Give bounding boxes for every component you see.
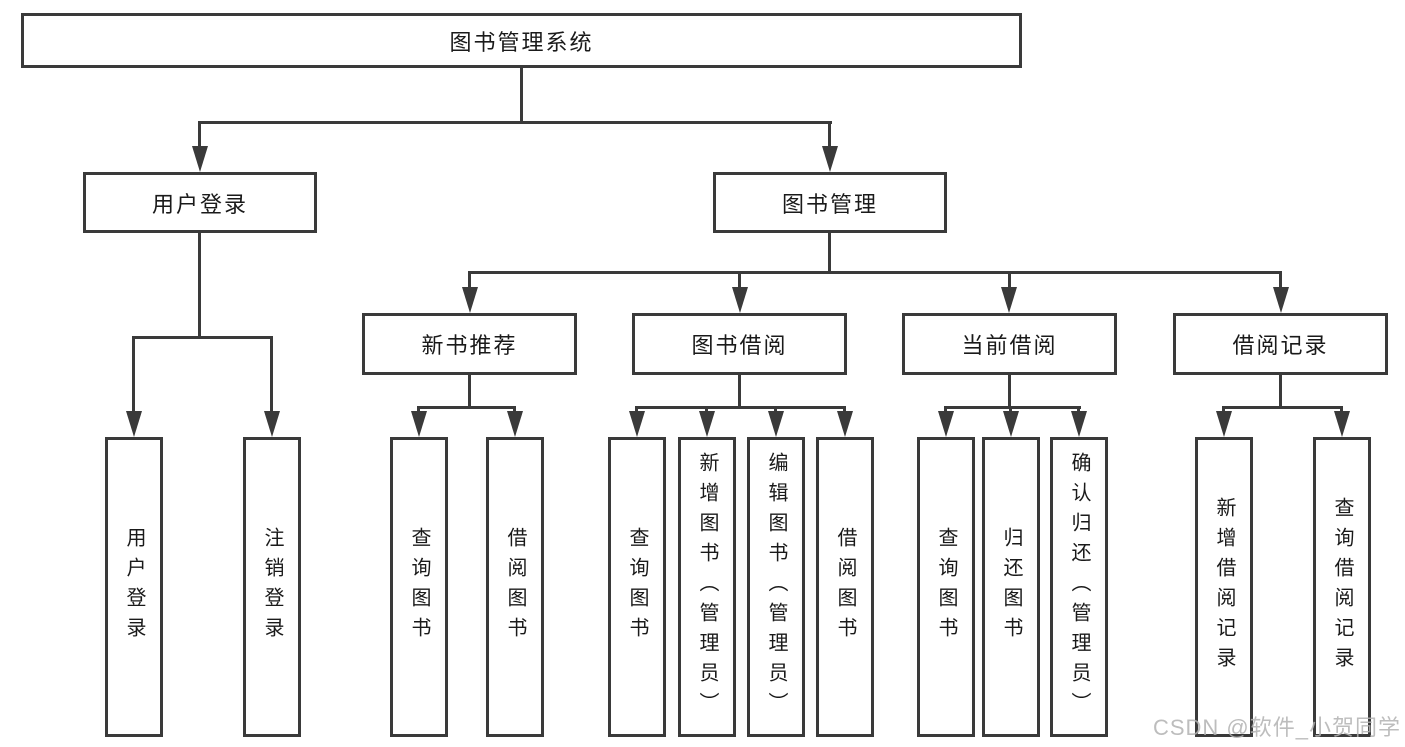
leaf-borrow-books-borrowing-label: 借阅图书 xyxy=(834,527,856,647)
node-new-book-recommend-label: 新书推荐 xyxy=(421,333,518,358)
leaf-user-login-label: 用户登录 xyxy=(123,527,145,647)
arrow-down-icon xyxy=(1334,411,1350,437)
node-book-borrowing: 图书借阅 xyxy=(632,313,847,375)
leaf-logout: 注销登录 xyxy=(243,437,301,737)
leaf-add-books-admin: 新增图书（管理员） xyxy=(678,437,736,737)
connector-rail-level2 xyxy=(468,271,1282,274)
connector-rail-level1 xyxy=(198,121,832,124)
leaf-edit-books-admin-label: 编辑图书（管理员） xyxy=(765,452,787,722)
node-new-book-recommend: 新书推荐 xyxy=(362,313,577,375)
connector-stem xyxy=(468,271,471,292)
node-borrowing-records-label: 借阅记录 xyxy=(1232,333,1329,358)
leaf-borrow-books-recommend-label: 借阅图书 xyxy=(504,527,526,647)
leaf-confirm-return-admin: 确认归还（管理员） xyxy=(1050,437,1108,737)
leaf-query-books-borrowing-label: 查询图书 xyxy=(626,527,648,647)
arrow-down-icon xyxy=(699,411,715,437)
connector-book-management-drop xyxy=(828,233,831,274)
arrow-down-icon xyxy=(507,411,523,437)
arrow-down-icon xyxy=(1071,411,1087,437)
leaf-query-books-borrowing: 查询图书 xyxy=(608,437,666,737)
arrow-down-icon xyxy=(1273,287,1289,313)
connector-drop xyxy=(1279,375,1282,409)
csdn-watermark: CSDN @软件_小贺同学 xyxy=(1152,715,1401,740)
connector-rail-user-login xyxy=(132,336,273,339)
leaf-query-borrow-record-label: 查询借阅记录 xyxy=(1331,497,1353,677)
arrow-down-icon xyxy=(732,287,748,313)
arrow-down-icon xyxy=(126,411,142,437)
node-borrowing-records: 借阅记录 xyxy=(1173,313,1388,375)
arrow-down-icon xyxy=(837,411,853,437)
connector-stem xyxy=(198,121,201,151)
leaf-query-books-recommend-label: 查询图书 xyxy=(408,527,430,647)
connector-root-drop xyxy=(520,68,523,124)
node-book-management-label: 图书管理 xyxy=(781,191,878,217)
node-user-login-label: 用户登录 xyxy=(151,191,248,217)
node-book-management: 图书管理 xyxy=(713,172,947,233)
arrow-down-icon xyxy=(1216,411,1232,437)
arrow-down-icon xyxy=(192,146,208,172)
leaf-query-books-current-label: 查询图书 xyxy=(935,527,957,647)
arrow-down-icon xyxy=(1001,287,1017,313)
arrow-down-icon xyxy=(822,146,838,172)
connector-drop xyxy=(1008,375,1011,409)
connector-rail xyxy=(944,406,1081,409)
leaf-user-login: 用户登录 xyxy=(105,437,163,737)
connector-stem xyxy=(828,121,831,151)
arrow-down-icon xyxy=(264,411,280,437)
arrow-down-icon xyxy=(768,411,784,437)
node-current-borrowing: 当前借阅 xyxy=(902,313,1117,375)
leaf-confirm-return-admin-label: 确认归还（管理员） xyxy=(1068,452,1090,722)
connector-rail xyxy=(1222,406,1343,409)
leaf-borrow-books-borrowing: 借阅图书 xyxy=(816,437,874,737)
leaf-logout-label: 注销登录 xyxy=(261,527,283,647)
leaf-add-borrow-record-label: 新增借阅记录 xyxy=(1213,497,1235,677)
connector-rail xyxy=(635,406,846,409)
leaf-edit-books-admin: 编辑图书（管理员） xyxy=(747,437,805,737)
arrow-down-icon xyxy=(1003,411,1019,437)
arrow-down-icon xyxy=(629,411,645,437)
arrow-down-icon xyxy=(462,287,478,313)
node-user-login: 用户登录 xyxy=(83,172,317,233)
leaf-query-books-current: 查询图书 xyxy=(917,437,975,737)
leaf-borrow-books-recommend: 借阅图书 xyxy=(486,437,544,737)
arrow-down-icon xyxy=(411,411,427,437)
connector-stem xyxy=(738,271,741,292)
leaf-add-books-admin-label: 新增图书（管理员） xyxy=(696,452,718,722)
connector-drop xyxy=(738,375,741,409)
connector-stem xyxy=(1008,271,1011,292)
connector-user-login-drop xyxy=(198,233,201,338)
connector-stem xyxy=(270,336,273,415)
node-current-borrowing-label: 当前借阅 xyxy=(961,333,1058,358)
leaf-return-books: 归还图书 xyxy=(982,437,1040,737)
node-root: 图书管理系统 xyxy=(21,13,1022,68)
leaf-query-borrow-record: 查询借阅记录 xyxy=(1313,437,1371,737)
leaf-query-books-recommend: 查询图书 xyxy=(390,437,448,737)
node-root-label: 图书管理系统 xyxy=(449,29,594,55)
leaf-add-borrow-record: 新增借阅记录 xyxy=(1195,437,1253,737)
connector-drop xyxy=(468,375,471,409)
connector-stem xyxy=(132,336,135,415)
node-book-borrowing-label: 图书借阅 xyxy=(691,333,788,358)
arrow-down-icon xyxy=(938,411,954,437)
connector-stem xyxy=(1279,271,1282,292)
connector-rail xyxy=(417,406,516,409)
leaf-return-books-label: 归还图书 xyxy=(1000,527,1022,647)
